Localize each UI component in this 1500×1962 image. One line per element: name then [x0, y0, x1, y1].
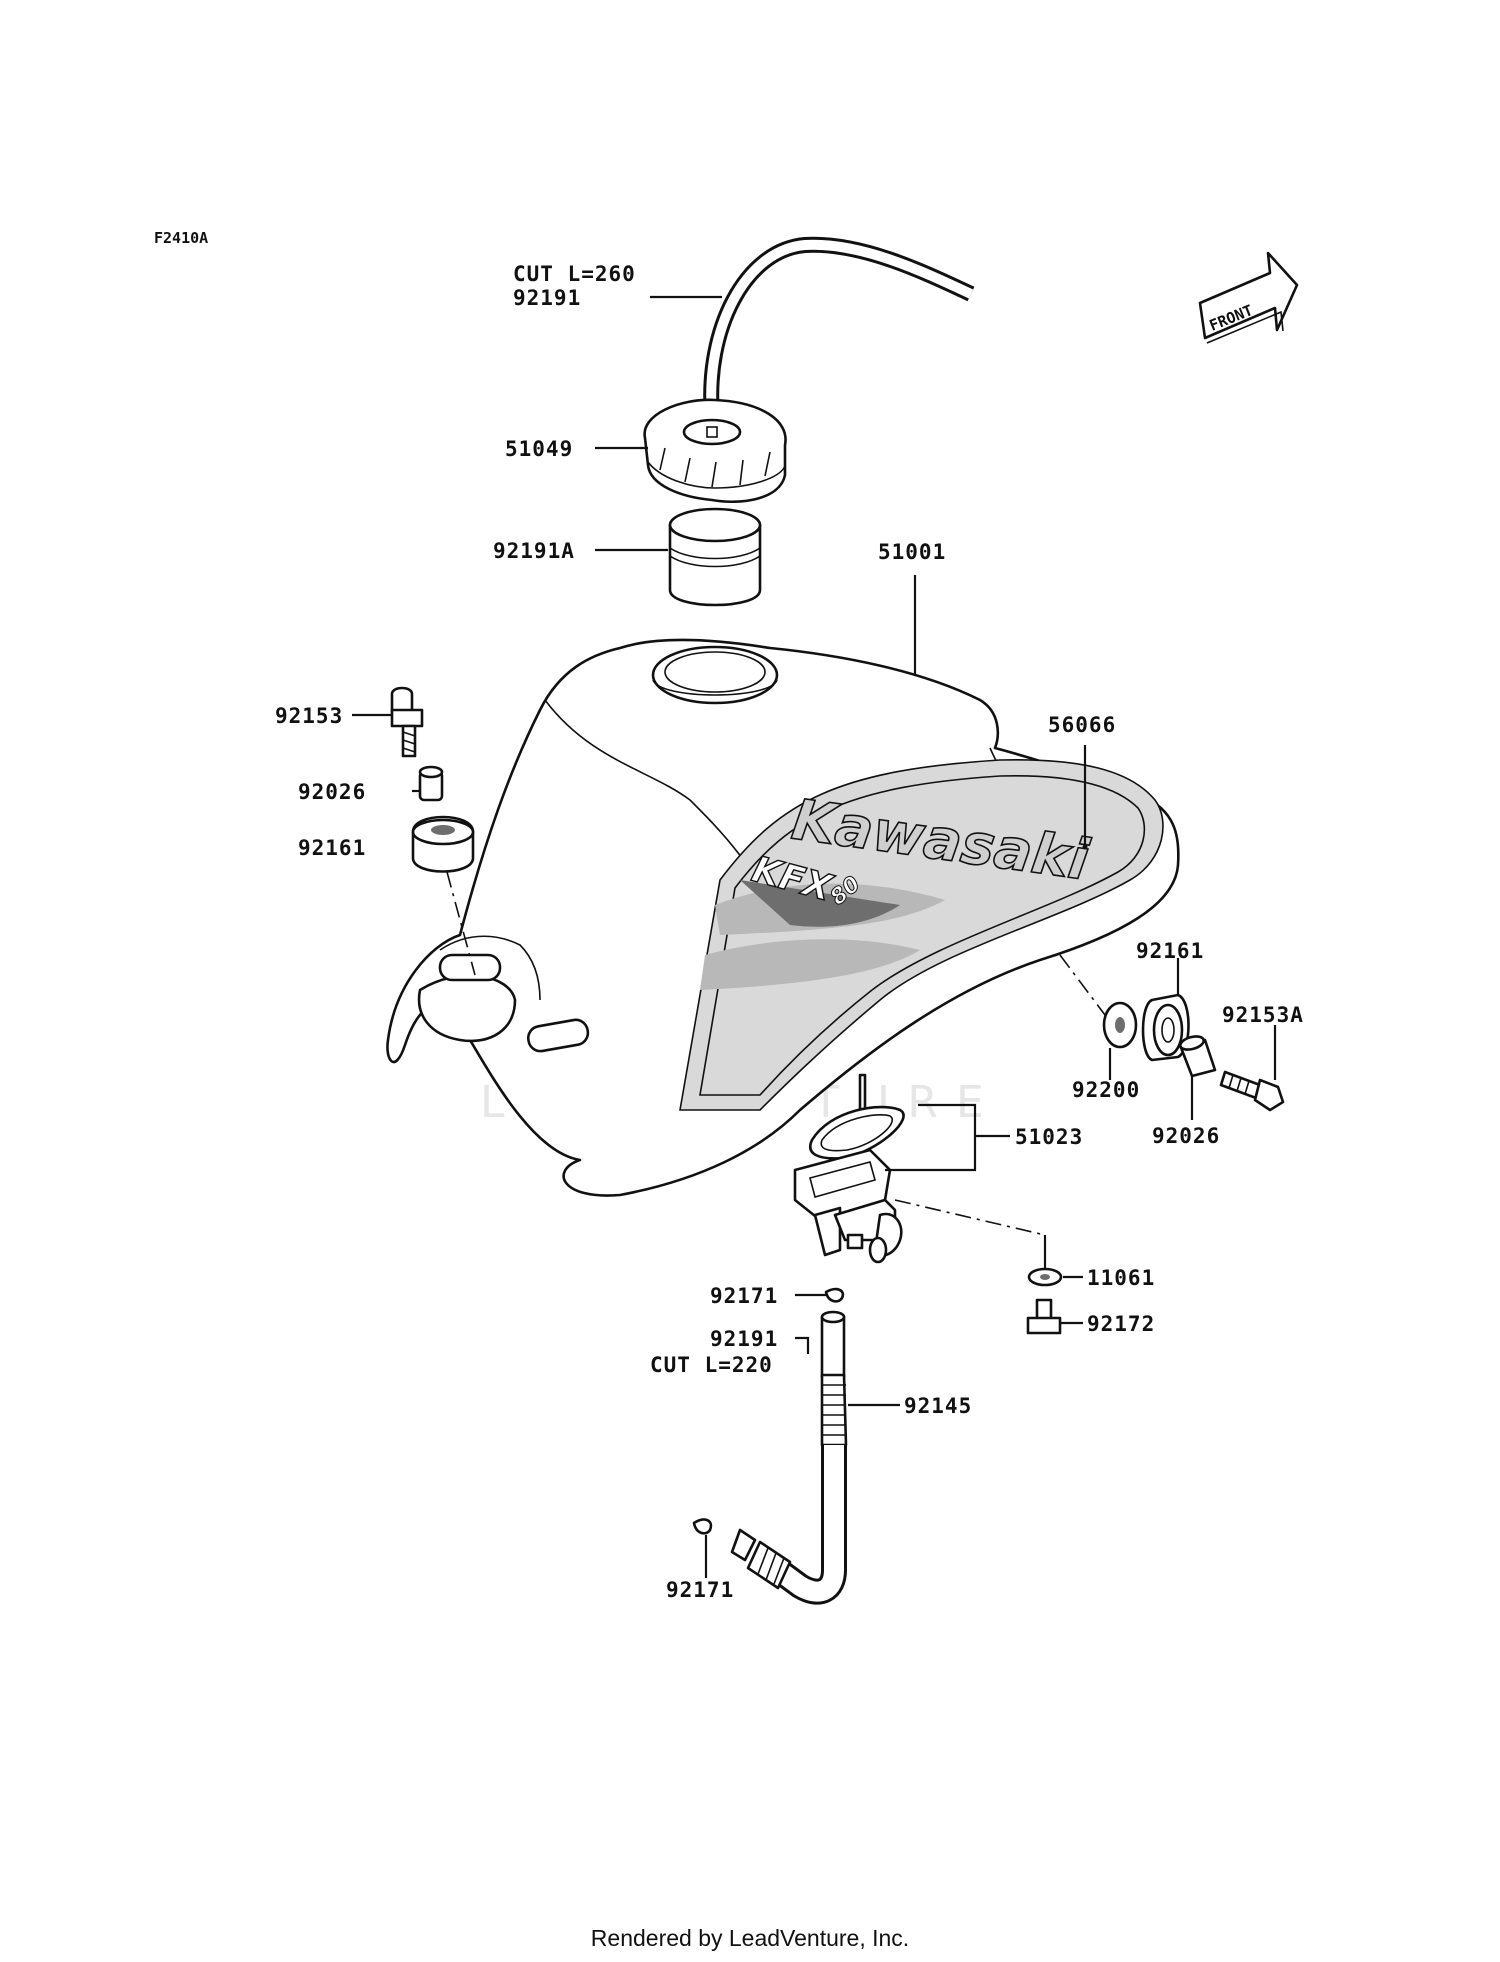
washer-11061	[1027, 1267, 1063, 1287]
screw-92172	[1026, 1298, 1062, 1335]
grommet-92161-left	[411, 815, 475, 873]
label-92153: 92153	[275, 704, 343, 728]
label-92191A: 92191A	[493, 539, 575, 563]
breather-hose	[703, 236, 975, 416]
diagram-code: F2410A	[154, 229, 208, 247]
label-92161-right: 92161	[1136, 939, 1204, 963]
clip-92171-bottom	[692, 1518, 713, 1535]
label-92145: 92145	[904, 1394, 972, 1418]
part-labels: CUT L=260 92191 51049 92191A 51001 56066…	[275, 262, 1304, 1602]
filler-neck	[668, 507, 762, 607]
fuel-hose	[730, 1310, 848, 1605]
grommet-92161-right	[1141, 993, 1190, 1062]
label-cut-top: CUT L=260	[513, 262, 636, 286]
label-11061: 11061	[1087, 1266, 1155, 1290]
label-92161-left: 92161	[298, 836, 366, 860]
footer-credit: Rendered by LeadVenture, Inc.	[590, 1925, 910, 1951]
collar-92026-left	[418, 765, 444, 802]
label-51049: 51049	[505, 437, 573, 461]
label-92026-left: 92026	[298, 780, 366, 804]
label-92026-right: 92026	[1152, 1124, 1220, 1148]
clip-92171-top	[824, 1287, 845, 1303]
label-92153A: 92153A	[1222, 1003, 1304, 1027]
label-56066: 56066	[1048, 713, 1116, 737]
fuel-tank: Kawasaki KFX 80	[386, 638, 1180, 1197]
bolt-92153A	[1219, 1070, 1285, 1112]
fuel-cock	[793, 1073, 905, 1264]
label-51001: 51001	[878, 540, 946, 564]
label-92171-top: 92171	[710, 1284, 778, 1308]
label-51023: 51023	[1015, 1125, 1083, 1149]
fuel-cap	[643, 398, 787, 504]
label-92191-top: 92191	[513, 286, 581, 310]
label-92172: 92172	[1087, 1312, 1155, 1336]
label-92200: 92200	[1072, 1078, 1140, 1102]
bolt-92153	[390, 686, 424, 758]
leader-lines	[352, 295, 1277, 1578]
collar-92026-right	[1178, 1035, 1217, 1078]
label-cut-bottom: CUT L=220	[650, 1353, 773, 1377]
label-92171-bottom: 92171	[666, 1578, 734, 1602]
front-arrow-icon: FRONT	[1198, 251, 1299, 344]
washer-92200	[1102, 1001, 1138, 1049]
label-92191-bottom: 92191	[710, 1327, 778, 1351]
